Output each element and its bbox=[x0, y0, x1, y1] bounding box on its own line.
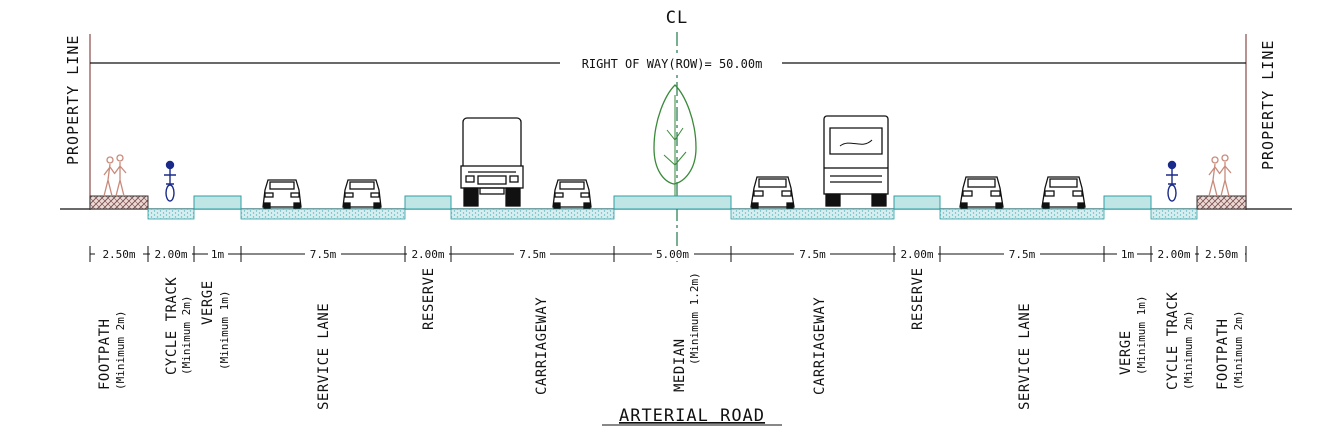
dim-label-carriageway-right: 7.5m bbox=[799, 248, 826, 261]
sublabel-verge-left: (Minimum 1m) bbox=[218, 291, 231, 370]
service-lane-left-surface bbox=[240, 208, 406, 220]
pedestrian-left-icon bbox=[103, 154, 127, 197]
dim-label-service-lane-left: 7.5m bbox=[310, 248, 337, 261]
sublabel-verge-right: (Minimum 1m) bbox=[1135, 296, 1148, 375]
truck-right-icon bbox=[823, 115, 889, 207]
label-carriageway-left: CARRIAGEWAY bbox=[534, 297, 550, 395]
dim-label-reserve-left: 2.00m bbox=[411, 248, 444, 261]
label-service-lane-right: SERVICE LANE bbox=[1017, 303, 1033, 410]
car-carriageway-right-icon bbox=[750, 176, 795, 209]
pedestrian-right-icon bbox=[1208, 154, 1232, 197]
element-labels: FOOTPATH (Minimum 2m) CYCLE TRACK (Minim… bbox=[97, 267, 1245, 410]
centerline-label: CL bbox=[666, 8, 688, 28]
dim-label-service-lane-right: 7.5m bbox=[1009, 248, 1036, 261]
label-carriageway-right: CARRIAGEWAY bbox=[812, 297, 828, 395]
car-service-lane-left-1-icon bbox=[262, 179, 302, 209]
car-service-lane-left-2-icon bbox=[342, 179, 382, 209]
label-cycle-track-right: CYCLE TRACK bbox=[1165, 292, 1181, 390]
median-surface bbox=[613, 195, 732, 210]
label-verge-left: VERGE bbox=[200, 280, 216, 325]
car-service-lane-right-1-icon bbox=[959, 176, 1004, 209]
cyclist-right-icon bbox=[1166, 160, 1178, 202]
dim-label-verge-right: 1m bbox=[1121, 248, 1135, 261]
verge-right-surface bbox=[1103, 195, 1152, 210]
label-service-lane-left: SERVICE LANE bbox=[316, 303, 332, 410]
service-lane-right-surface bbox=[939, 208, 1105, 220]
sublabel-cycle-track-right: (Minimum 2m) bbox=[1182, 311, 1195, 390]
label-verge-right: VERGE bbox=[1118, 330, 1134, 375]
dimension-ticks bbox=[89, 246, 1247, 262]
dimension-labels: 2.50m 2.00m 1m 7.5m 2.00m 7.5m 5.00m 7.5… bbox=[95, 247, 1245, 261]
diagram-title: ARTERIAL ROAD bbox=[619, 406, 765, 426]
label-median: MEDIAN bbox=[672, 338, 688, 392]
property-line-label-right: PROPERTY LINE bbox=[1259, 40, 1277, 170]
cycle-track-right-surface bbox=[1150, 208, 1198, 220]
label-reserve-left: RESERVE bbox=[421, 267, 437, 330]
carriageway-right-surface bbox=[730, 208, 895, 220]
dim-label-reserve-right: 2.00m bbox=[900, 248, 933, 261]
property-line-label-left: PROPERTY LINE bbox=[64, 35, 82, 165]
reserve-left-surface bbox=[404, 195, 452, 210]
row-label-bg bbox=[560, 55, 782, 71]
dim-label-verge-left: 1m bbox=[211, 248, 225, 261]
dim-label-footpath-left: 2.50m bbox=[102, 248, 135, 261]
footpath-left-surface bbox=[89, 195, 149, 210]
section-surfaces bbox=[89, 195, 1247, 220]
verge-left-surface bbox=[193, 195, 242, 210]
truck-left-icon bbox=[460, 117, 524, 207]
sublabel-cycle-track-left: (Minimum 2m) bbox=[180, 296, 193, 375]
car-carriageway-left-icon bbox=[552, 179, 592, 209]
reserve-right-surface bbox=[893, 195, 941, 210]
dim-label-cycle-track-left: 2.00m bbox=[154, 248, 187, 261]
label-footpath-left: FOOTPATH bbox=[97, 319, 113, 390]
sublabel-footpath-left: (Minimum 2m) bbox=[114, 311, 127, 390]
carriageway-left-surface bbox=[450, 208, 615, 220]
label-reserve-right: RESERVE bbox=[910, 267, 926, 330]
cyclist-left-icon bbox=[164, 160, 176, 202]
label-footpath-right: FOOTPATH bbox=[1215, 319, 1231, 390]
dim-label-footpath-right: 2.50m bbox=[1205, 248, 1238, 261]
dim-label-carriageway-left: 7.5m bbox=[519, 248, 546, 261]
cycle-track-left-surface bbox=[147, 208, 195, 220]
sublabel-footpath-right: (Minimum 2m) bbox=[1232, 311, 1245, 390]
sublabel-median: (Minimum 1.2m) bbox=[688, 272, 701, 365]
median-tree-icon bbox=[653, 84, 697, 196]
footpath-right-surface bbox=[1196, 195, 1247, 210]
label-cycle-track-left: CYCLE TRACK bbox=[164, 277, 180, 375]
dim-label-median: 5.00m bbox=[656, 248, 689, 261]
dim-label-cycle-track-right: 2.00m bbox=[1157, 248, 1190, 261]
car-service-lane-right-2-icon bbox=[1041, 176, 1086, 209]
row-label: RIGHT OF WAY(ROW)= 50.00m bbox=[582, 57, 763, 71]
